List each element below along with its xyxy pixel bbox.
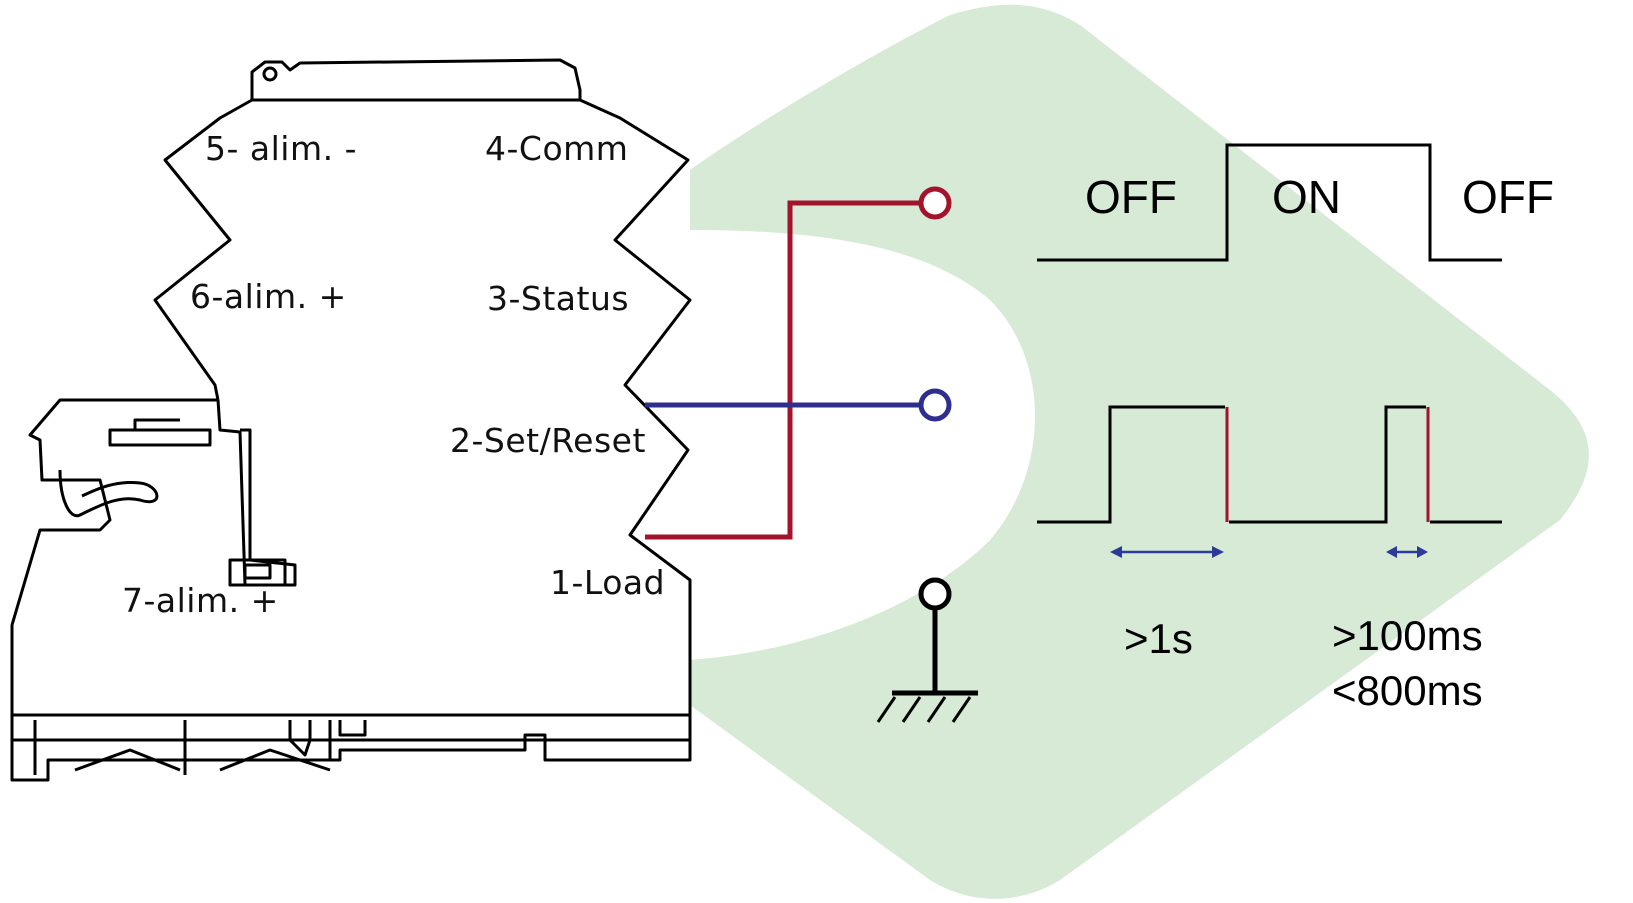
ground-symbol <box>876 577 978 723</box>
short-pulse-min-duration: >100ms <box>1332 612 1483 659</box>
terminal-4-label: 4-Comm <box>485 129 628 168</box>
top-latch <box>250 58 582 102</box>
pulse-waveform <box>1037 405 1502 524</box>
spring-clamp <box>58 469 159 518</box>
foot-slot-1 <box>33 720 332 775</box>
clamp-plate <box>108 418 212 447</box>
terminal-6-label: 6-alim. + <box>190 277 347 316</box>
terminal-3-label: 3-Status <box>487 279 629 318</box>
load-terminal-circle <box>918 186 952 220</box>
latch-pin <box>262 66 278 82</box>
state-off-right: OFF <box>1462 171 1554 223</box>
short-pulse-arrow <box>1386 546 1428 558</box>
housing-outline <box>153 98 692 745</box>
terminal-1-label: 1-Load <box>550 563 665 602</box>
housing-bottom <box>10 713 692 782</box>
terminal-2-label: 2-Set/Reset <box>450 421 646 460</box>
short-pulse-max-duration: <800ms <box>1332 667 1483 714</box>
set-reset-terminal-circle <box>918 388 952 422</box>
device-housing <box>10 58 692 782</box>
foot-notch <box>288 720 367 757</box>
background-shape <box>690 4 1589 899</box>
load-wire <box>645 200 920 540</box>
state-off-left: OFF <box>1085 171 1177 223</box>
long-pulse-duration: >1s <box>1124 615 1193 662</box>
state-on: ON <box>1272 171 1341 223</box>
terminal-labels: 5- alim. - 4-Comm 6-alim. + 3-Status 2-S… <box>122 129 665 620</box>
foot-slot-2 <box>74 748 331 772</box>
long-pulse-arrow <box>1110 546 1224 558</box>
output-state-waveform <box>1037 143 1502 262</box>
terminal-5-label: 5- alim. - <box>205 129 357 168</box>
terminal-7-label: 7-alim. + <box>122 581 279 620</box>
housing-body <box>10 398 690 742</box>
screw-block <box>228 558 287 587</box>
